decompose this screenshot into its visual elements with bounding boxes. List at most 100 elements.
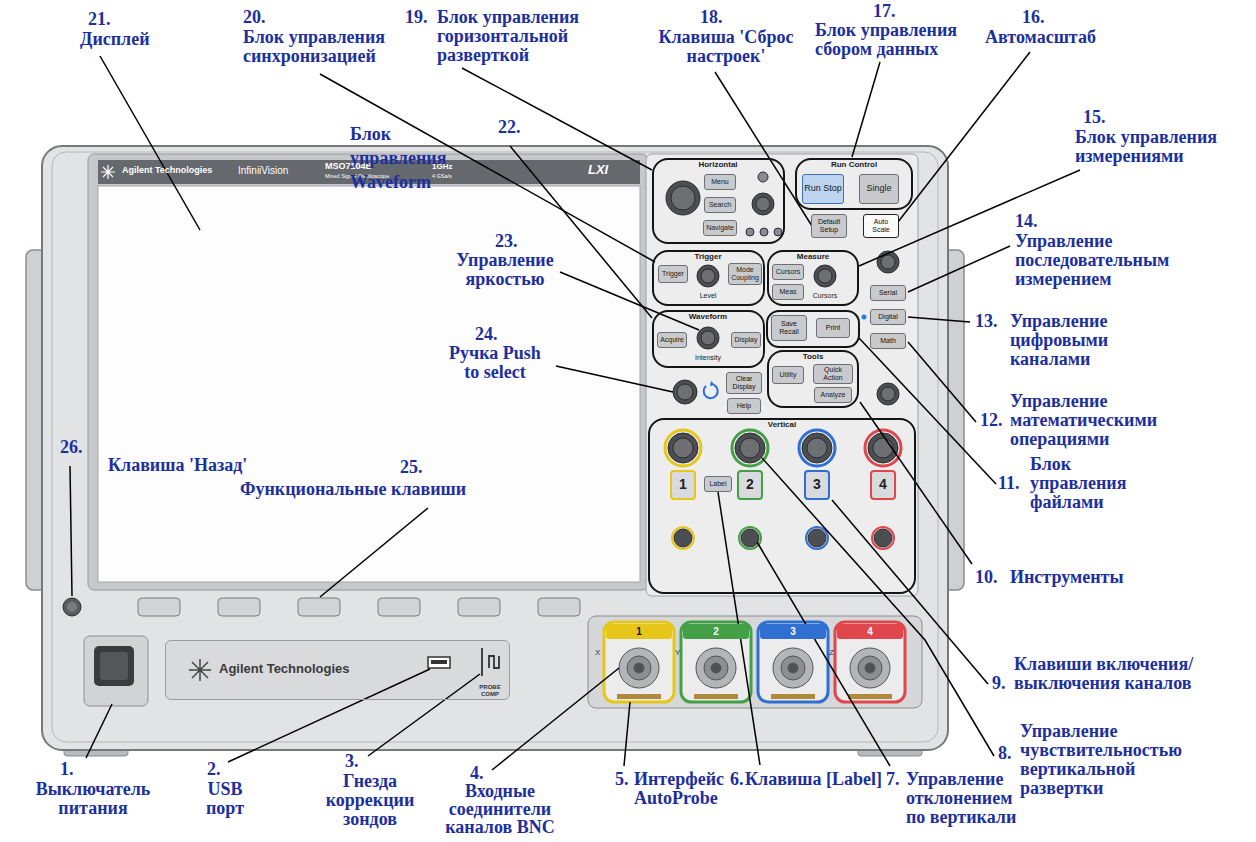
front-panel-button: Mode Coupling: [728, 263, 762, 285]
callout-number: 13.: [975, 312, 998, 331]
leader-line: [320, 74, 655, 262]
callout-text: Входные соединители каналов BNC: [442, 782, 558, 836]
knob: [877, 383, 899, 405]
softkey: [378, 598, 420, 616]
knob: [701, 269, 715, 283]
callout-number: 11.: [998, 474, 1020, 493]
button-label: Default Setup: [813, 218, 845, 233]
button-label: Meas: [779, 288, 796, 296]
front-panel-button: Acquire: [657, 332, 687, 348]
callout-text: Управление последовательным измерением: [1015, 232, 1185, 289]
control-group: Run ControlRun StopSingle: [795, 158, 913, 210]
leader-line: [492, 668, 619, 770]
control-group: TriggerLevelTriggerMode Coupling: [652, 250, 765, 306]
button-label: Serial: [879, 289, 897, 297]
channel-knob: [665, 430, 701, 466]
callout-number: 7.: [886, 770, 900, 789]
bnc-panel: [604, 622, 674, 702]
front-panel-button: Trigger: [658, 265, 688, 283]
bnc-connector: [619, 648, 659, 688]
channel-knob: [741, 529, 759, 547]
callout-text: Гнезда коррекции зондов: [320, 772, 420, 829]
callout-number: 16.: [1022, 8, 1045, 27]
bnc-connector: [788, 663, 798, 673]
callout-number: 25.: [400, 458, 423, 477]
softkey: [458, 598, 500, 616]
indicator-led: [862, 315, 867, 320]
leader-line: [859, 338, 996, 484]
knob: [752, 193, 774, 215]
channel-tab: 3: [760, 624, 826, 639]
knob: [756, 197, 770, 211]
leader-line: [462, 68, 652, 170]
callout-number: 22.: [498, 118, 521, 137]
power-switch: [100, 652, 128, 680]
panel-marking: Z: [829, 648, 834, 657]
button-label: Single: [866, 184, 891, 194]
group-heading: Level: [700, 292, 717, 300]
front-panel-button: Navigate: [703, 220, 737, 236]
softkey: [298, 598, 340, 616]
panel-marking: X: [595, 648, 600, 657]
channel-knob: [674, 529, 692, 547]
button-label: Analyze: [821, 391, 846, 399]
channel-number: 1: [679, 477, 687, 492]
logo-panel: Agilent Technologies: [165, 640, 510, 700]
callout-number: 18.: [700, 8, 723, 27]
brand-text: Agilent Technologies: [219, 662, 350, 676]
knob: [697, 265, 719, 287]
group-heading: Intensity: [695, 354, 721, 362]
channel-number: 4: [879, 477, 887, 492]
leader-line: [757, 542, 890, 766]
channel-knob: [874, 529, 892, 547]
channel-tab: 4: [837, 624, 903, 639]
front-panel-button: Default Setup: [811, 214, 847, 238]
bnc-panel: [758, 622, 828, 702]
callout-text: Управление отклонением по вертикали: [906, 770, 1018, 827]
autoprobe-contacts: [617, 694, 892, 699]
control-panel: [646, 154, 918, 596]
front-panel-button: Cursors: [772, 264, 804, 280]
callout-number: 17.: [873, 2, 896, 21]
control-panel: [646, 154, 918, 596]
leader-line: [832, 500, 988, 684]
callout-text: Клавиша 'Назад': [108, 456, 247, 475]
leader-line: [852, 62, 880, 157]
autoprobe-contacts: [617, 694, 661, 699]
button-label: Acquire: [660, 336, 684, 344]
push-arrow-icon: [710, 381, 715, 386]
leader-line: [510, 146, 652, 318]
button-label: Mode Coupling: [730, 266, 760, 281]
bnc-connector: [711, 663, 721, 673]
bnc-panel: [588, 616, 922, 708]
callout-number: 1.: [60, 760, 74, 779]
callout-text: Инструменты: [1010, 568, 1123, 587]
knob: [677, 384, 693, 400]
back-key: [63, 598, 81, 616]
knob: [760, 228, 768, 236]
leader-line: [70, 52, 1080, 770]
front-panel-button: Digital: [870, 309, 906, 325]
group-heading: Measure: [797, 253, 829, 262]
knob: [818, 269, 832, 283]
channel-knob: [799, 430, 835, 466]
group-heading: Trigger: [694, 253, 721, 262]
callout-number: 2.: [207, 760, 221, 779]
power-switch: [94, 646, 134, 686]
front-panel-button: Single: [859, 174, 899, 204]
callout-text: Управление яркостью: [450, 251, 560, 289]
callout-text: Блок управления измерениями: [1075, 128, 1230, 166]
callout-number: 24.: [475, 325, 498, 344]
autoprobe-contacts: [848, 694, 892, 699]
front-panel-button: Math: [870, 333, 906, 349]
back-key: [67, 602, 77, 612]
knob: [758, 172, 768, 182]
bnc-connector: [858, 656, 882, 680]
usb-port: [431, 660, 447, 664]
button-label: Quick Action: [815, 366, 851, 381]
group-heading: Horizontal: [698, 161, 737, 170]
leader-line: [320, 508, 428, 597]
bnc-connector: [865, 663, 875, 673]
button-label: Utility: [779, 371, 796, 379]
bnc-connector: [781, 656, 805, 680]
